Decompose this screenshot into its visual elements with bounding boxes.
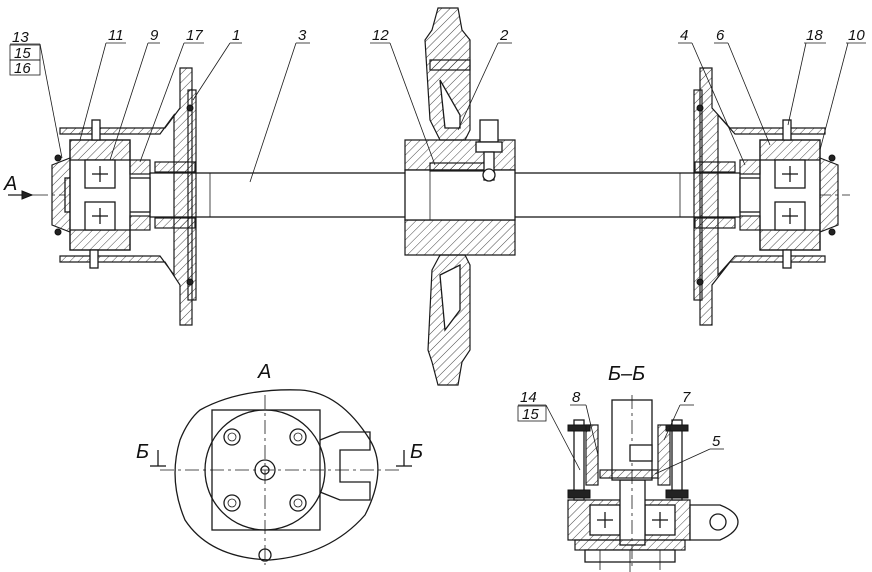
part-15b: 15 bbox=[522, 406, 539, 423]
section-bb-title: Б–Б bbox=[608, 363, 645, 385]
part-14: 14 bbox=[520, 389, 537, 406]
part-18: 18 bbox=[806, 27, 823, 44]
part-17: 17 bbox=[186, 27, 203, 44]
section-bb: Б–Б 14 15 bbox=[517, 363, 739, 572]
view-a: А Б Б bbox=[136, 361, 423, 565]
part-12: 12 bbox=[372, 27, 389, 44]
part-9: 9 bbox=[150, 27, 159, 44]
right-bearing-unit bbox=[693, 67, 839, 326]
part-11: 11 bbox=[108, 27, 124, 44]
part-10: 10 bbox=[848, 27, 865, 44]
part-6: 6 bbox=[716, 27, 725, 44]
part-8: 8 bbox=[572, 389, 581, 406]
part-1: 1 bbox=[232, 27, 240, 44]
part-16: 16 bbox=[14, 60, 31, 77]
part-3: 3 bbox=[298, 27, 307, 44]
part-callouts: 13 15 16 11 9 17 1 3 12 2 4 6 18 bbox=[9, 27, 866, 183]
part-7: 7 bbox=[682, 389, 691, 406]
part-2: 2 bbox=[499, 27, 509, 44]
sprocket-part-2 bbox=[404, 7, 516, 386]
part-15a: 15 bbox=[14, 45, 31, 62]
arrow-a-label: А bbox=[3, 173, 17, 195]
cut-right-label: Б bbox=[410, 441, 423, 463]
left-bearing-unit bbox=[51, 67, 197, 326]
part-13: 13 bbox=[12, 29, 29, 46]
view-a-arrow: А bbox=[3, 173, 34, 200]
view-a-title: А bbox=[257, 361, 271, 383]
cut-left-label: Б bbox=[136, 441, 149, 463]
part-4: 4 bbox=[680, 27, 688, 44]
part-5: 5 bbox=[712, 433, 721, 450]
